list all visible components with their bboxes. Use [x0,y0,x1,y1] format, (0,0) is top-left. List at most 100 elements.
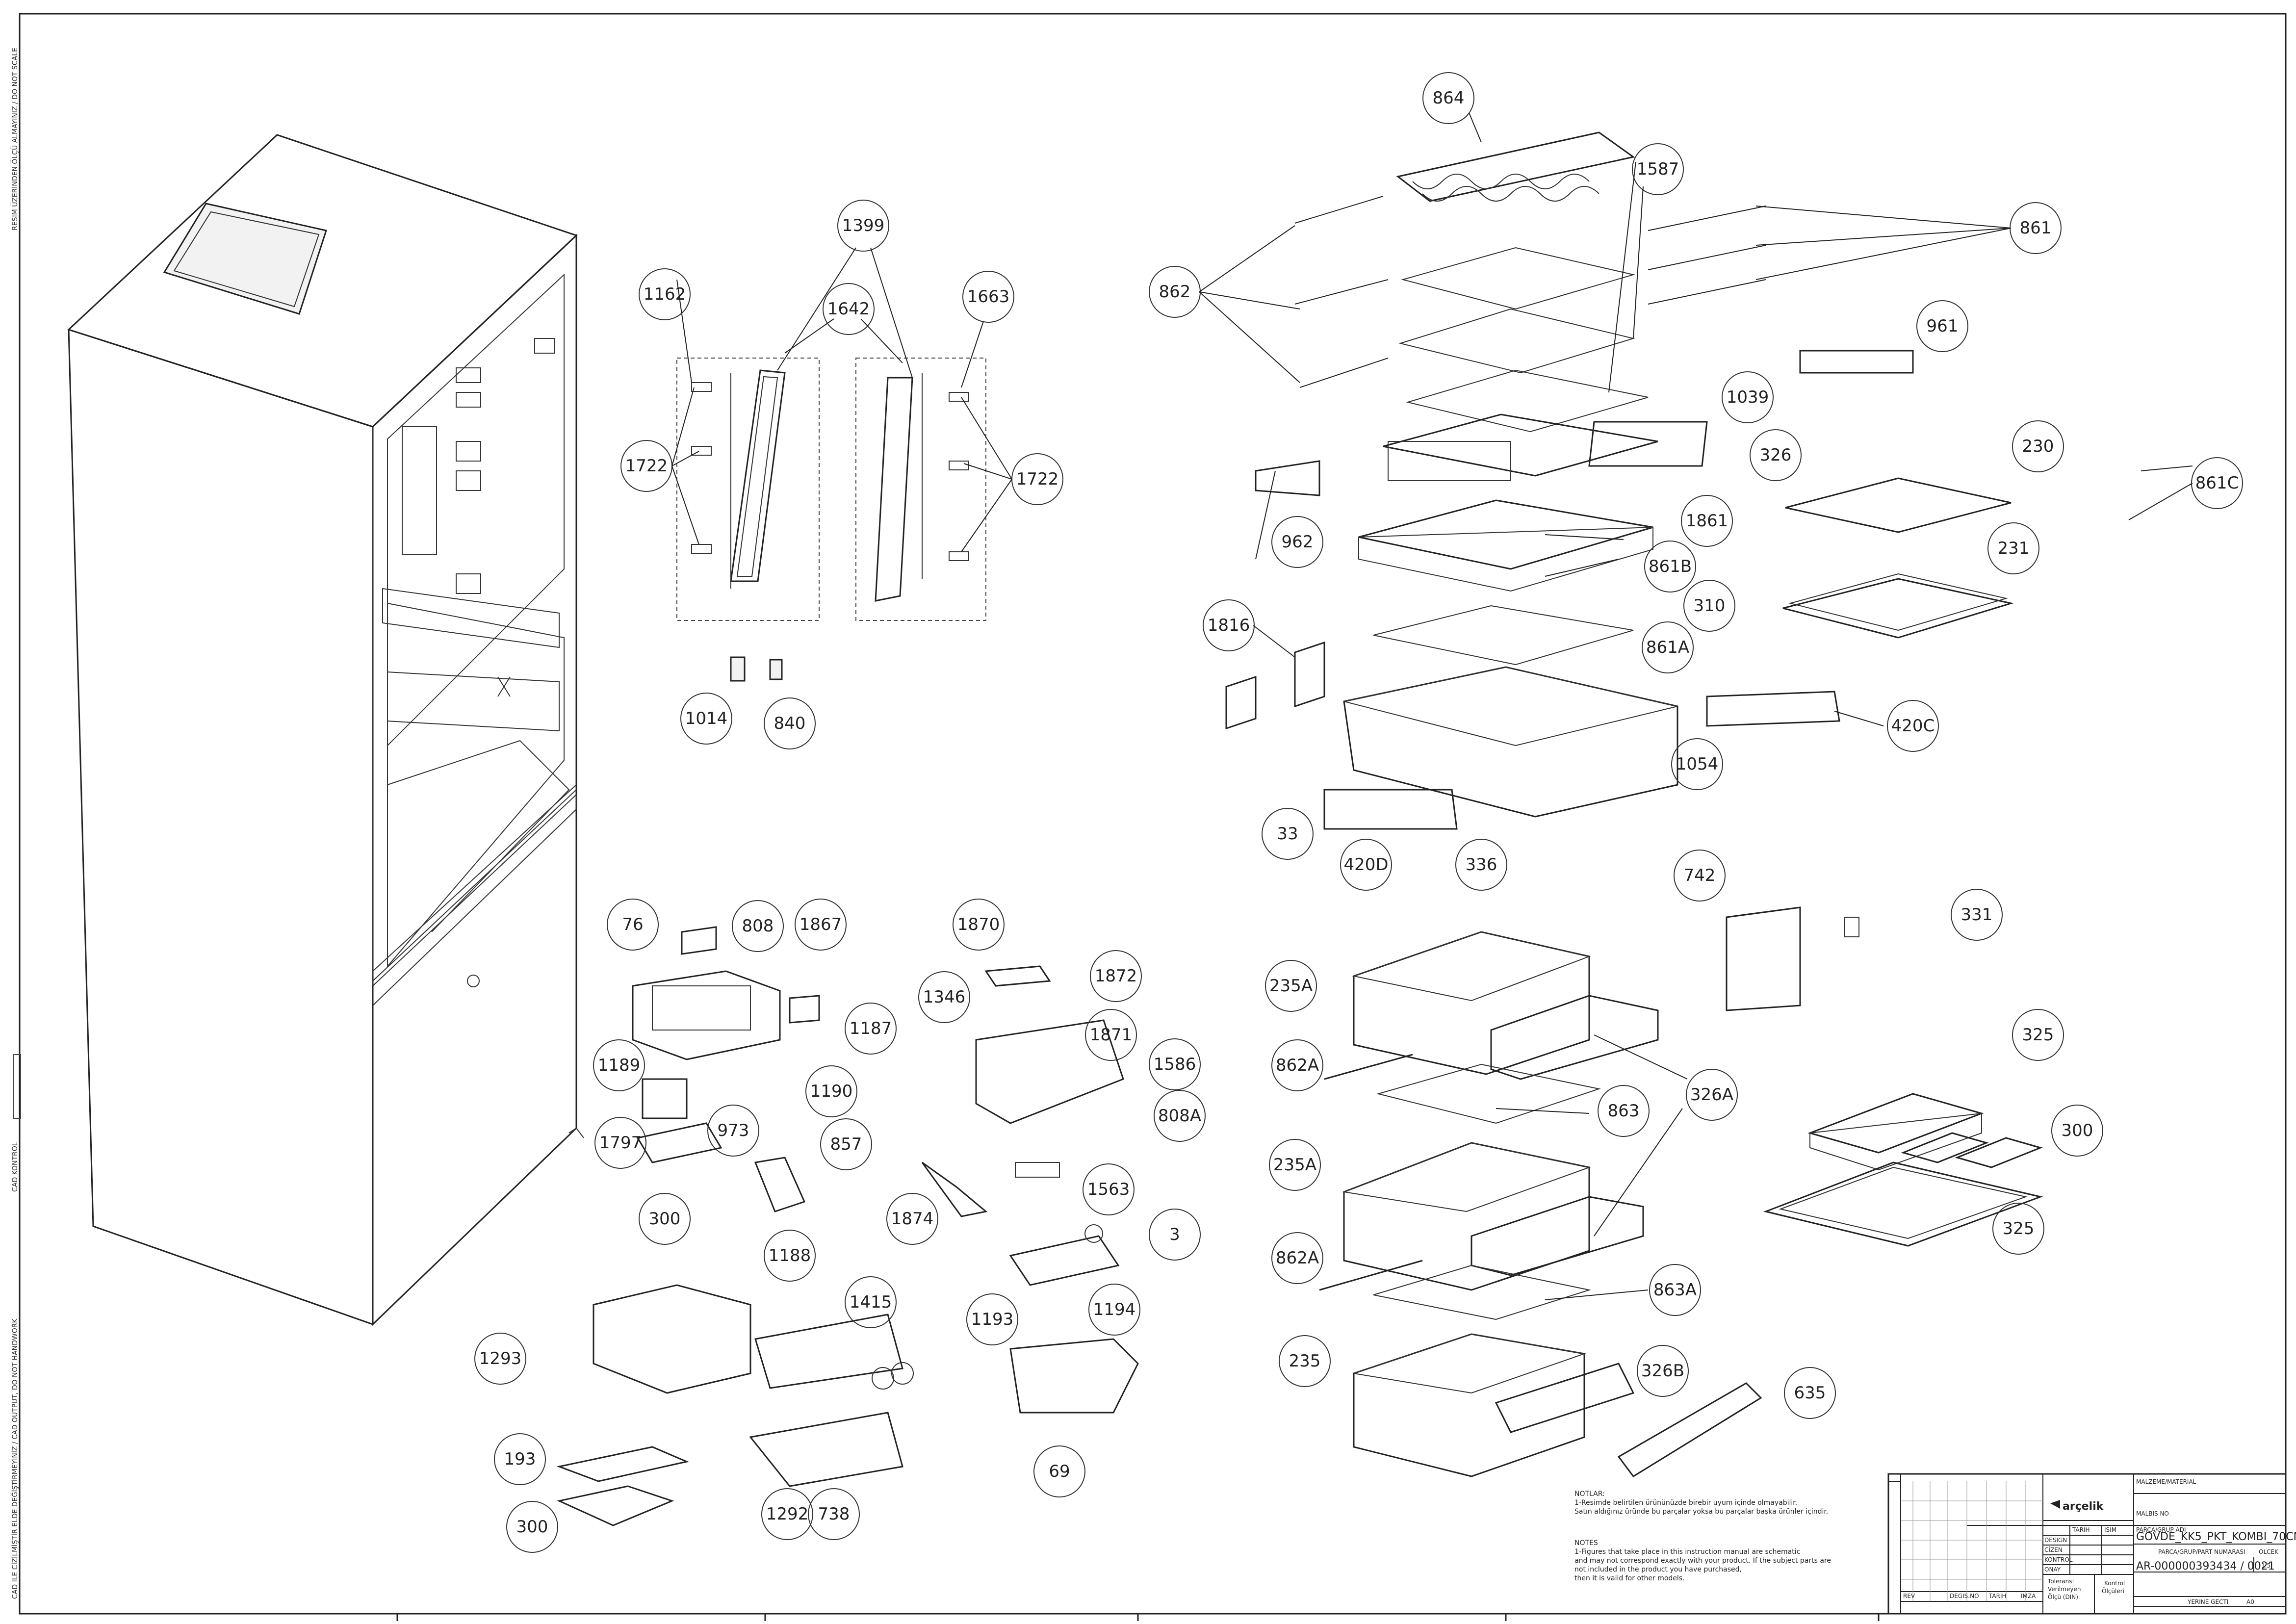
side-text-top: RESIM ÜZERİNDEN ÖLÇÜ ALMAYINIZ / DO NOT … [10,48,19,231]
callout: 1797 [594,1117,646,1169]
callout: 1039 [1722,371,1774,423]
callout: 1187 [845,1003,897,1055]
callout: 862A [1271,1232,1323,1284]
notes-en-4: then it is valid for other models. [1574,1574,1685,1582]
leader-lines [671,112,2193,726]
svg-text:1415: 1415 [850,1292,892,1312]
svg-text:300: 300 [649,1209,681,1229]
callout: 863 [1598,1085,1650,1137]
callout: 76 [607,899,659,951]
role-onay: ONAY [2044,1566,2061,1573]
callout: 235A [1265,960,1317,1012]
svg-text:1722: 1722 [1016,469,1059,489]
svg-text:840: 840 [774,714,806,733]
callout: 808A [1154,1090,1206,1142]
isim-label: ISIM [2104,1526,2116,1533]
svg-text:1039: 1039 [1727,387,1769,407]
svg-text:1872: 1872 [1095,966,1137,986]
callout: 1870 [953,899,1005,951]
part-name: GOVDE_KK5_PKT_KOMBI_70CM [2136,1531,2296,1543]
svg-text:326B: 326B [1641,1361,1684,1381]
callout: 1194 [1088,1284,1140,1336]
side-text-bottom: CAD ILE CİZİLMİŞTİR ELDE DEĞİŞTİRMEYİNİZ… [10,1318,19,1599]
imza-label: IMZA [2021,1593,2036,1599]
callout: 862 [1149,266,1201,318]
callout: 1188 [764,1230,816,1282]
svg-text:336: 336 [1466,855,1497,875]
lower-center-parts [556,926,1139,1526]
callout: 326A [1686,1069,1738,1121]
callout: 230 [2012,420,2064,472]
callout: 1722 [1011,453,1063,505]
callout: 235A [1269,1139,1321,1191]
callout: 1874 [886,1193,938,1245]
svg-text:962: 962 [1282,532,1314,552]
callout: 1190 [805,1065,857,1117]
material-label: MALZEME/MATERIAL [2136,1478,2196,1485]
callout: 857 [820,1118,872,1170]
yerine-gecti: YERINE GECTI [2187,1598,2228,1605]
lower-drawers [1319,906,2043,1477]
notes-en-2: and may not correspond exactly with your… [1574,1557,1831,1565]
svg-text:973: 973 [718,1121,749,1140]
callout: 1189 [593,1039,645,1091]
callout: 962 [1271,516,1323,568]
svg-text:1816: 1816 [1208,616,1250,635]
callout: 326B [1637,1345,1689,1397]
olcek-label: OLCEK [2259,1548,2279,1555]
svg-text:863A: 863A [1653,1280,1697,1300]
callout: 861B [1644,541,1696,593]
tarih-row-label: TARIH [1988,1593,2007,1599]
notes-tr-1: 1-Resimde belirtilen ürününüzde birebir … [1574,1499,1797,1507]
callout: 861A [1642,621,1694,673]
callout: 738 [808,1488,860,1540]
svg-text:1722: 1722 [625,456,668,476]
svg-text:193: 193 [504,1449,536,1469]
notes-en-1: 1-Figures that take place in this instru… [1574,1548,1800,1556]
callout: 193 [494,1433,546,1485]
drawing-frame [19,13,2287,1615]
svg-text:235A: 235A [1273,1155,1316,1175]
scale-cell: 1:5 [2261,1562,2270,1569]
brand-logo: arçelik [2063,1500,2104,1513]
callout: 1663 [962,271,1014,323]
svg-text:76: 76 [622,915,643,934]
callout: 326 [1750,429,1802,481]
callout: 1193 [966,1293,1018,1345]
callout: 1014 [680,693,732,745]
callout: 862A [1271,1039,1323,1091]
svg-text:635: 635 [1794,1383,1826,1403]
svg-text:742: 742 [1684,866,1716,885]
callout: 420D [1340,839,1392,891]
callout: 742 [1674,850,1726,902]
callout: 1293 [474,1333,526,1385]
svg-text:738: 738 [818,1504,850,1524]
notes-en-title: NOTES [1574,1539,1598,1547]
svg-text:1187: 1187 [850,1019,892,1038]
svg-text:325: 325 [2022,1025,2054,1045]
callout: 1816 [1203,599,1255,651]
svg-text:1642: 1642 [827,299,870,319]
svg-text:862A: 862A [1276,1248,1319,1268]
role-design: DESIGN [2044,1537,2067,1544]
door-group-left [676,358,820,621]
svg-text:235: 235 [1289,1351,1321,1371]
callout: 300 [506,1501,558,1553]
role-cizen: CİZEN [2044,1546,2063,1553]
svg-text:861A: 861A [1646,638,1689,657]
svg-text:331: 331 [1961,905,1993,925]
callout: 300 [639,1193,691,1245]
tolerance-1: Tolerans: [2047,1578,2074,1585]
svg-text:1190: 1190 [810,1082,853,1101]
svg-text:1563: 1563 [1087,1180,1130,1199]
svg-text:1867: 1867 [800,915,842,934]
callout: 1872 [1090,950,1142,1002]
callout: 1722 [620,440,672,492]
callout: 331 [1951,889,2003,941]
svg-text:300: 300 [516,1517,548,1537]
svg-text:1193: 1193 [971,1310,1014,1329]
svg-text:808: 808 [742,916,774,936]
callout: 861C [2191,457,2243,509]
callout: 1871 [1085,1009,1137,1061]
malbis-label: MALBIS NO [2136,1510,2169,1517]
